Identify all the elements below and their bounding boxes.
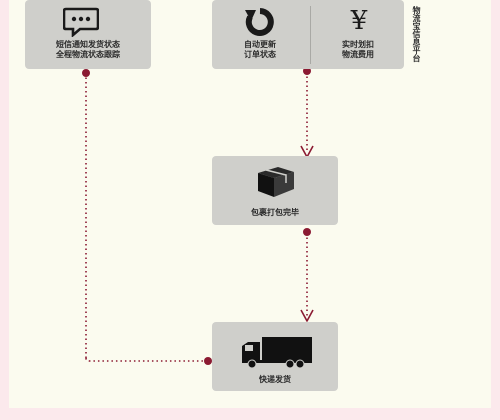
packing-label: 包裹打包完毕 <box>251 208 299 217</box>
truck-icon <box>242 337 312 368</box>
platform-node: 自动更新 订单状态 ¥ 实时划扣 物流费用 <box>212 0 404 69</box>
sms-notification-node: 短信通知发货状态 全程物流状态跟踪 <box>25 0 151 69</box>
connector-dot <box>303 228 311 236</box>
shipping-node: 快递发货 <box>212 322 338 391</box>
connector-dot <box>303 67 311 75</box>
yen-icon: ¥ <box>350 6 368 36</box>
node-divider <box>310 6 311 64</box>
packing-node: 包裹打包完毕 <box>212 156 338 225</box>
side-title: 物流宝信息平台 <box>412 6 421 62</box>
package-box-icon <box>258 167 294 197</box>
chat-bubble-icon <box>63 7 99 37</box>
connector-sms-to-shipping-horizontal <box>85 357 207 362</box>
shipping-label: 快递发货 <box>259 375 291 384</box>
connector-dot <box>204 357 212 365</box>
refresh-icon <box>245 8 274 36</box>
realtime-fee-label: 实时划扣 物流费用 <box>342 40 374 59</box>
sms-notification-label: 短信通知发货状态 全程物流状态跟踪 <box>56 40 120 59</box>
auto-update-label: 自动更新 订单状态 <box>244 40 276 59</box>
connector-dot <box>82 69 90 77</box>
connector-arrowhead <box>300 309 314 322</box>
